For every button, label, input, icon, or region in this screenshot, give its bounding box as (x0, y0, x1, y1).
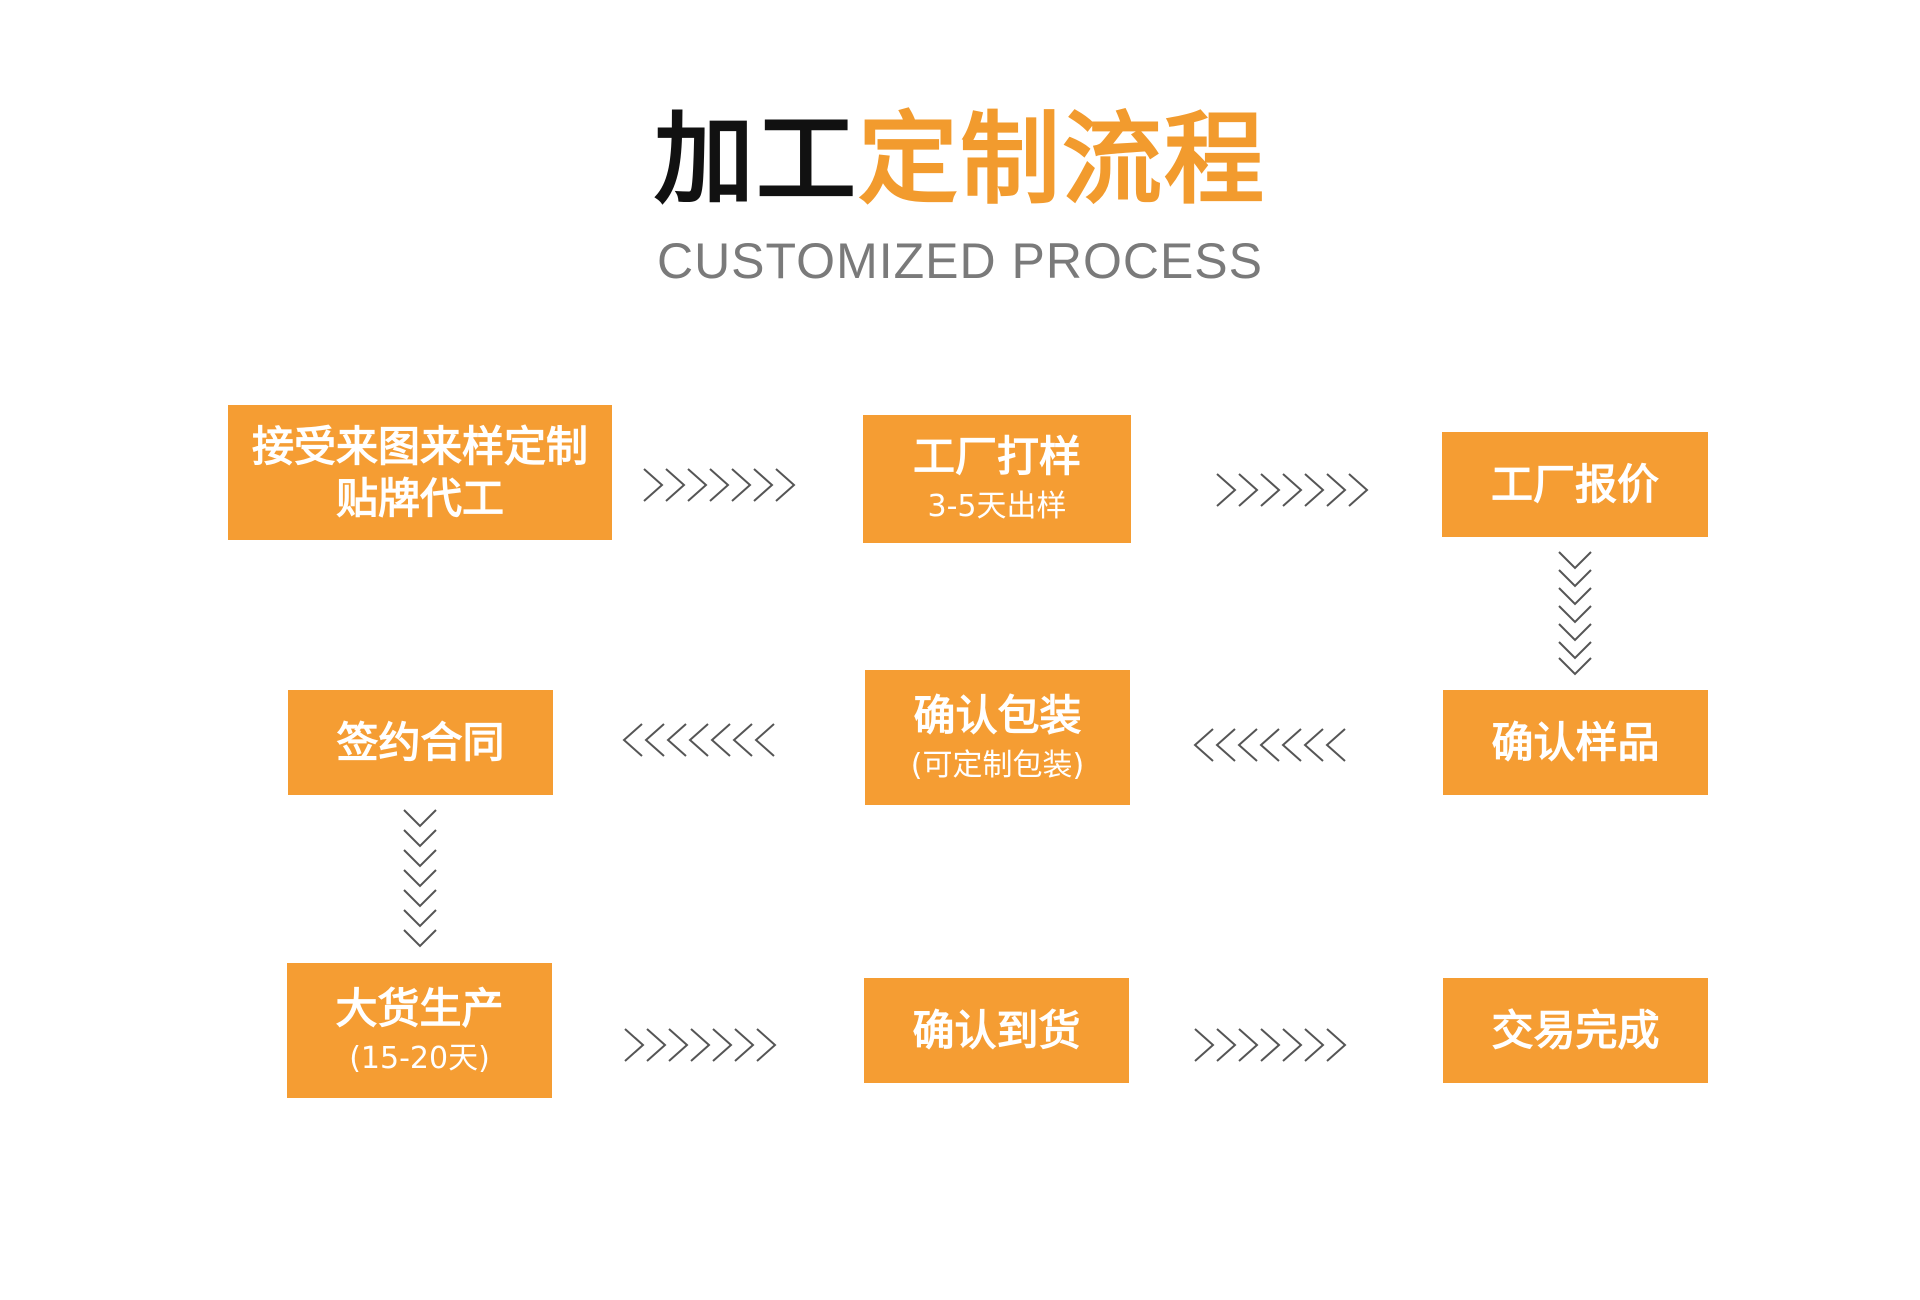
chevron-right-icon (1216, 473, 1369, 507)
step-confirm-sample: 确认样品 (1443, 690, 1708, 795)
step-label-line2: 贴牌代工 (335, 473, 504, 523)
chevron-down-icon (1558, 551, 1592, 676)
page-title: 加工定制流程 (0, 100, 1920, 220)
step-confirm-packaging: 确认包装 (可定制包装) (865, 670, 1130, 805)
chevron-right-icon (1194, 1028, 1347, 1062)
chevron-left-icon (1193, 728, 1346, 762)
step-factory-sample: 工厂打样 3-5天出样 (863, 415, 1131, 543)
chevron-down-icon (403, 809, 437, 948)
step-label: 确认到货 (912, 1005, 1081, 1055)
title-orange-part: 定制流程 (858, 101, 1266, 218)
chevron-right-icon (643, 468, 796, 502)
step-label-line1: 接受来图来样定制 (251, 421, 588, 471)
step-label: 交易完成 (1491, 1005, 1660, 1055)
page-subtitle: CUSTOMIZED PROCESS (656, 233, 1264, 289)
step-label: 大货生产 (335, 983, 504, 1033)
step-factory-quote: 工厂报价 (1442, 432, 1708, 537)
step-label: 工厂打样 (912, 432, 1081, 481)
step-confirm-delivery: 确认到货 (864, 978, 1129, 1083)
step-label: 确认包装 (913, 690, 1082, 740)
page-header: 加工定制流程 CUSTOMIZED PROCESS (0, 100, 1920, 292)
step-mass-production: 大货生产 (15-20天) (287, 963, 552, 1098)
step-transaction-complete: 交易完成 (1443, 978, 1708, 1083)
step-sublabel: (可定制包装) (910, 747, 1085, 783)
step-sublabel: 3-5天出样 (927, 489, 1067, 524)
step-accept-design: 接受来图来样定制 贴牌代工 (228, 405, 612, 540)
step-label: 确认样品 (1491, 717, 1660, 767)
chevron-right-icon (624, 1028, 777, 1062)
chevron-left-icon (622, 723, 775, 757)
step-contract: 签约合同 (288, 690, 553, 795)
step-label: 签约合同 (336, 717, 505, 767)
step-sublabel: (15-20天) (349, 1040, 490, 1076)
step-label: 工厂报价 (1490, 459, 1659, 509)
title-black-part: 加工 (654, 101, 858, 218)
